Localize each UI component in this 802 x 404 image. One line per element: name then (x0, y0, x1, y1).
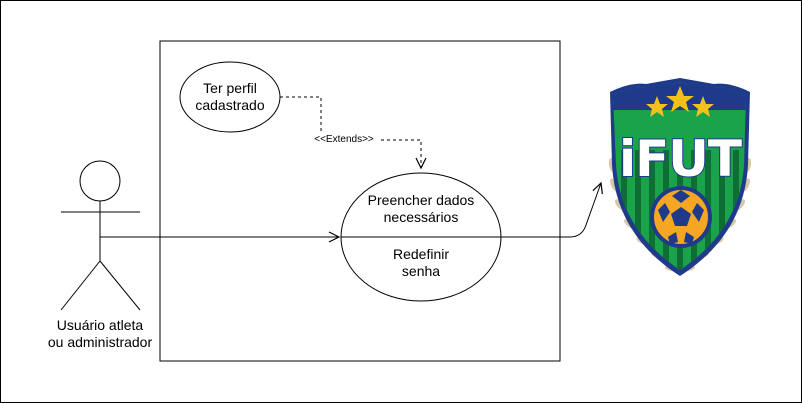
use-case-profile-line1: Ter perfil (203, 80, 257, 96)
actor-left-leg (60, 260, 101, 311)
extend-relation-line (280, 96, 427, 170)
use-case-profile-label: Ter perfil cadastrado (180, 80, 280, 114)
ball-icon (650, 186, 712, 248)
logo-wordmark: iFUT (619, 130, 742, 188)
actor-label-line1: Usuário atleta (56, 317, 144, 333)
use-case-profile-line2: cadastrado (195, 97, 265, 113)
use-case-fill-data-line1: Preencher dados (367, 192, 475, 208)
association-line-logo (501, 181, 603, 238)
use-case-reset-password-line2: senha (401, 263, 441, 279)
extends-label: <<Extends>> (310, 134, 378, 146)
use-case-reset-password-label: Redefinir senha (341, 246, 501, 280)
ifut-logo: iFUT (608, 78, 752, 276)
stars-icon (646, 86, 714, 117)
use-case-fill-data-label: Preencher dados necessários (341, 192, 501, 226)
actor-right-leg (99, 260, 141, 311)
use-case-reset-password-line1: Redefinir (392, 246, 450, 262)
actor-figure (60, 160, 141, 311)
actor-label-line2: ou administrador (47, 334, 153, 350)
use-case-fill-data-line2: necessários (383, 209, 459, 225)
actor-label: Usuário atleta ou administrador (30, 317, 170, 351)
system-boundary (159, 40, 561, 362)
actor-head (79, 160, 121, 202)
